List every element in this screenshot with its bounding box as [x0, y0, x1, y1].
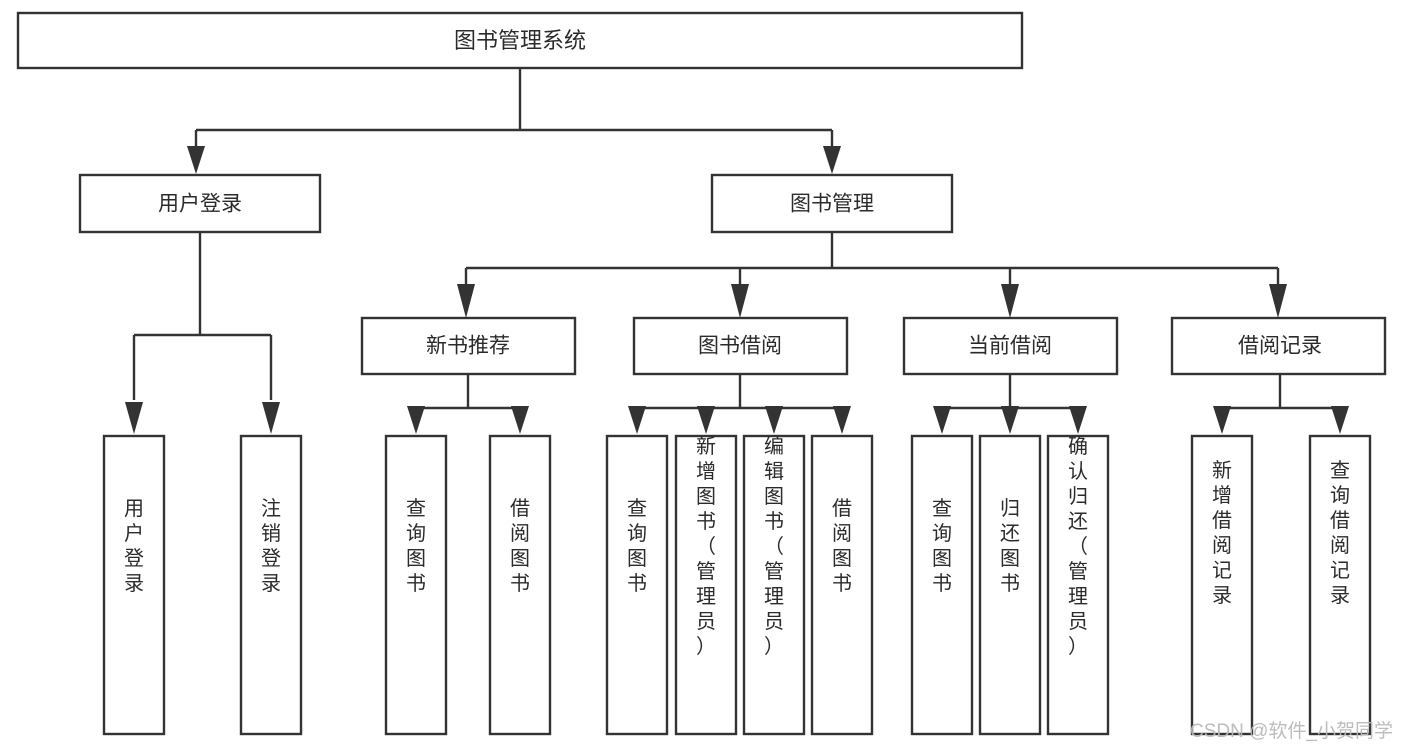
leaf-return-book[interactable]: 归还图书 — [978, 434, 1042, 736]
arrowhead-leaf-add-book — [697, 406, 715, 434]
leaf-user-login[interactable]: 用户登录 — [102, 434, 166, 736]
current-borrow-box[interactable] — [902, 316, 1119, 376]
leaf-confirm-return[interactable]: 确认归还（管理员） — [1046, 434, 1110, 736]
arrowhead-current-borrow — [1001, 284, 1019, 318]
leaf-query-book-borrow-label: 查询图书 — [627, 497, 647, 595]
leaf-query-borrow-record-label: 查询借阅记录 — [1330, 459, 1350, 607]
node-book-management[interactable]: 图书管理 — [710, 173, 954, 234]
leaf-borrow-book-recommend-label: 借阅图书 — [510, 497, 530, 595]
borrow-record-box[interactable] — [1170, 316, 1387, 376]
leaf-logout[interactable]: 注销登录 — [239, 434, 303, 736]
arrowhead-leaf-user-login — [125, 402, 143, 434]
book-management-label: 图书管理 — [790, 193, 874, 216]
arrowhead-user-login — [187, 146, 205, 174]
leaf-logout-box[interactable] — [239, 434, 303, 736]
leaf-query-book-borrow[interactable]: 查询图书 — [605, 434, 669, 736]
node-user-login[interactable]: 用户登录 — [78, 173, 322, 234]
arrowhead-leaf-query-book-1 — [407, 406, 425, 434]
csdn-watermark: CSDN @软件_小贺同学 — [1190, 720, 1393, 742]
book-borrow-box[interactable] — [632, 316, 849, 376]
leaf-query-book-current-label: 查询图书 — [932, 497, 952, 595]
new-book-recommend-label: 新书推荐 — [426, 335, 510, 358]
new-book-recommend-box[interactable] — [360, 316, 577, 376]
leaf-edit-book[interactable]: 编辑图书（管理员） — [742, 434, 806, 736]
leaf-logout-label: 注销登录 — [261, 497, 281, 595]
leaf-query-book-recommend-box[interactable] — [384, 434, 448, 736]
leaf-query-borrow-record[interactable]: 查询借阅记录 — [1308, 434, 1372, 736]
leaf-borrow-book-recommend[interactable]: 借阅图书 — [488, 434, 552, 736]
leaf-add-borrow-record-box[interactable] — [1190, 434, 1254, 736]
arrowhead-leaf-logout — [262, 402, 280, 434]
arrowhead-leaf-query-book-2 — [628, 406, 646, 434]
leaf-confirm-return-box[interactable] — [1046, 434, 1110, 736]
leaf-borrow-book-label: 借阅图书 — [832, 497, 852, 595]
node-borrow-record[interactable]: 借阅记录 — [1170, 316, 1387, 376]
leaf-edit-book-box[interactable] — [742, 434, 806, 736]
leaf-user-login-label: 用户登录 — [124, 498, 144, 595]
arrowhead-book-borrow — [731, 284, 749, 318]
arrowhead-borrow-record — [1269, 284, 1287, 318]
leaf-borrow-book[interactable]: 借阅图书 — [810, 434, 874, 736]
arrowhead-leaf-query-record — [1331, 406, 1349, 434]
leaf-query-book-current[interactable]: 查询图书 — [910, 434, 974, 736]
arrowhead-leaf-query-book-3 — [933, 406, 951, 434]
leaf-return-book-box[interactable] — [978, 434, 1042, 736]
leaf-confirm-return-label: 确认归还（管理员） — [1068, 435, 1088, 658]
root-box[interactable] — [16, 11, 1024, 70]
leaf-add-book-label: 新增图书（管理员） — [696, 435, 716, 658]
leaf-query-book-borrow-box[interactable] — [605, 434, 669, 736]
leaf-add-book-box[interactable] — [674, 434, 738, 736]
arrowhead-leaf-borrow-book-2 — [833, 406, 851, 434]
arrowhead-leaf-add-record — [1213, 406, 1231, 434]
node-book-borrow[interactable]: 图书借阅 — [632, 316, 849, 376]
connector-layer — [125, 68, 1349, 434]
leaf-query-book-current-box[interactable] — [910, 434, 974, 736]
leaf-add-borrow-record[interactable]: 新增借阅记录 — [1190, 434, 1254, 736]
arrowhead-book-mgmt — [823, 146, 841, 174]
leaf-borrow-book-box[interactable] — [810, 434, 874, 736]
node-current-borrow[interactable]: 当前借阅 — [902, 316, 1119, 376]
arrowhead-leaf-borrow-book-1 — [511, 406, 529, 434]
arrowhead-leaf-edit-book — [765, 406, 783, 434]
leaf-add-borrow-record-label: 新增借阅记录 — [1212, 459, 1232, 607]
leaf-return-book-label: 归还图书 — [1000, 497, 1020, 595]
arrowhead-new-book — [457, 284, 475, 318]
leaf-edit-book-label: 编辑图书（管理员） — [764, 435, 784, 658]
leaf-user-login-box[interactable] — [102, 434, 166, 736]
leaf-borrow-book-recommend-box[interactable] — [488, 434, 552, 736]
node-root[interactable]: 图书管理系统 — [16, 11, 1024, 70]
book-management-box[interactable] — [710, 173, 954, 234]
leaf-query-borrow-record-box[interactable] — [1308, 434, 1372, 736]
node-new-book-recommend[interactable]: 新书推荐 — [360, 316, 577, 376]
leaf-add-book[interactable]: 新增图书（管理员） — [674, 434, 738, 736]
user-login-label: 用户登录 — [158, 193, 242, 216]
current-borrow-label: 当前借阅 — [968, 335, 1052, 358]
user-login-box[interactable] — [78, 173, 322, 234]
borrow-record-label: 借阅记录 — [1238, 335, 1322, 358]
leaf-query-book-recommend[interactable]: 查询图书 — [384, 434, 448, 736]
root-label: 图书管理系统 — [454, 28, 586, 53]
arrowhead-leaf-return-book — [1001, 406, 1019, 434]
book-borrow-label: 图书借阅 — [698, 335, 782, 358]
arrowhead-leaf-confirm-return — [1069, 406, 1087, 434]
leaf-query-book-recommend-label: 查询图书 — [406, 497, 426, 595]
